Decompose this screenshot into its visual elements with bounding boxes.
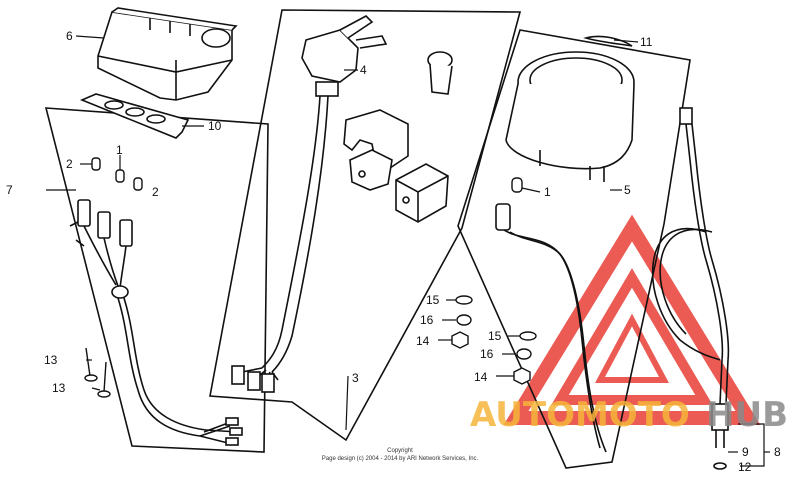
- seal-ring: [583, 35, 633, 47]
- speedometer-cable: [651, 107, 730, 470]
- callout-8: 8: [774, 445, 781, 459]
- indicator-bulbs: [91, 157, 523, 193]
- callout-1a: 1: [116, 143, 123, 157]
- panel-indicator-harness: [44, 107, 269, 453]
- callout-13b: 13: [52, 381, 66, 395]
- callout-16b: 16: [480, 347, 494, 361]
- callout-5: 5: [624, 183, 631, 197]
- callout-4: 4: [360, 63, 367, 77]
- watermark-text-gray: HUB: [706, 395, 788, 435]
- callout-7: 7: [6, 183, 13, 197]
- indicator-panel-housing: [97, 7, 238, 101]
- callout-10: 10: [208, 119, 222, 133]
- callout-15b: 15: [488, 329, 502, 343]
- leader-lines: [46, 35, 770, 467]
- callout-12: 12: [738, 460, 752, 474]
- callout-15a: 15: [426, 293, 440, 307]
- switch-bracket: [343, 109, 409, 191]
- rubber-pad: [79, 93, 190, 139]
- ignition-switch-assembly: [231, 15, 388, 393]
- speedometer-gauge: [505, 51, 635, 182]
- automotohub-logo: [503, 214, 761, 425]
- indicator-wire-harness: [69, 199, 243, 446]
- callout-1b: 1: [544, 185, 551, 199]
- copyright-title: Copyright: [387, 448, 413, 454]
- starter-switch-block: [395, 163, 449, 223]
- callout-2a: 2: [66, 157, 73, 171]
- callout-9: 9: [742, 445, 749, 459]
- panel-outlines: [44, 9, 691, 469]
- mounting-screws: [84, 347, 111, 398]
- copyright-notice: Page design (c) 2004 - 2014 by ARI Netwo…: [322, 456, 479, 462]
- watermark-text-orange: AUTOMOTO: [470, 395, 690, 435]
- callout-6: 6: [66, 29, 73, 43]
- callout-14b: 14: [474, 370, 488, 384]
- callout-3: 3: [352, 371, 359, 385]
- callout-11: 11: [640, 35, 653, 49]
- callout-14a: 14: [416, 334, 430, 348]
- lock-cylinder: [427, 51, 453, 95]
- panel-ignition-switch: [209, 9, 522, 442]
- speedometer-bulb-socket: [495, 203, 607, 453]
- callout-13a: 13: [44, 353, 58, 367]
- callout-2b: 2: [152, 185, 159, 199]
- panel-speedometer: [457, 29, 691, 469]
- callout-16a: 16: [420, 313, 434, 327]
